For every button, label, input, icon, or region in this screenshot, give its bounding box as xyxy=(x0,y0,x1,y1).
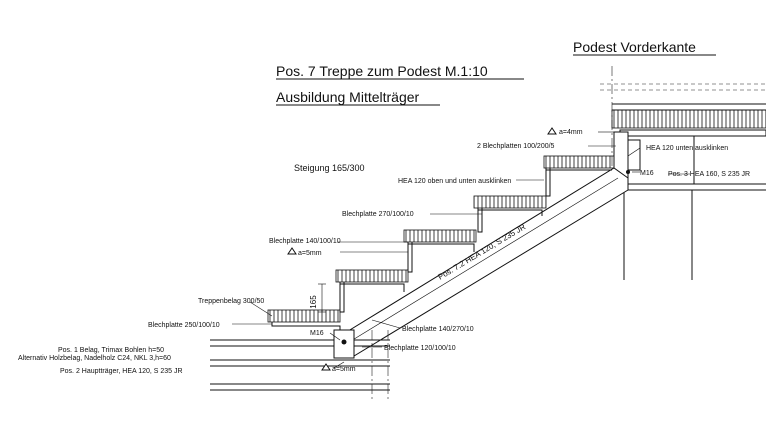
blechplatte-270-label: Blechplatte 270/100/10 xyxy=(342,211,414,218)
title-line2: Ausbildung Mittelträger xyxy=(276,89,420,105)
treppenbelag-label: Treppenbelag 300/50 xyxy=(198,298,264,305)
weld-top-label: a=4mm xyxy=(559,129,583,136)
blechplatte-250-label: Blechplatte 250/100/10 xyxy=(148,322,220,329)
pos1-label: Pos. 1 Belag, Trimax Bohlen h=50 xyxy=(58,347,164,354)
blechplatte-140-100-label: Blechplatte 140/100/10 xyxy=(269,238,341,245)
pos3-label: Pos. 3 HEA 160, S 235 JR xyxy=(668,171,750,178)
blechplatten-2-label: 2 Blechplatten 100/200/5 xyxy=(477,143,555,150)
stair-steps xyxy=(267,155,615,336)
weld-symbols xyxy=(287,127,557,371)
blechplatte-120-label: Blechplatte 120/100/10 xyxy=(384,345,456,352)
main-beam-bottom xyxy=(210,329,390,400)
m16-bottom-label: M16 xyxy=(310,330,324,337)
pos2-label: Pos. 2 Hauptträger, HEA 120, S 235 JR xyxy=(60,368,183,375)
dimension-165: 165 xyxy=(309,283,326,313)
title-line1: Pos. 7 Treppe zum Podest M.1:10 xyxy=(276,63,488,79)
alternativ-label: Alternativ Holzbelag, Nadelholz C24, NKL… xyxy=(18,355,171,362)
weld-bottom-label: a=5mm xyxy=(332,366,356,373)
hea120-unten-label: HEA 120 unten ausklinken xyxy=(646,145,728,152)
hea120-oben-unten-label: HEA 120 oben und unten ausklinken xyxy=(398,178,511,185)
podest-structure xyxy=(600,66,766,280)
m16-top-label: M16 xyxy=(640,170,654,177)
blechplatte-140-270-label: Blechplatte 140/270/10 xyxy=(402,326,474,333)
weld-5mm-label: a=5mm xyxy=(298,250,322,257)
steigung-label: Steigung 165/300 xyxy=(294,163,365,173)
leader-lines xyxy=(232,131,690,369)
dim-165-text: 165 xyxy=(309,295,318,309)
podest-label: Podest Vorderkante xyxy=(573,39,696,55)
